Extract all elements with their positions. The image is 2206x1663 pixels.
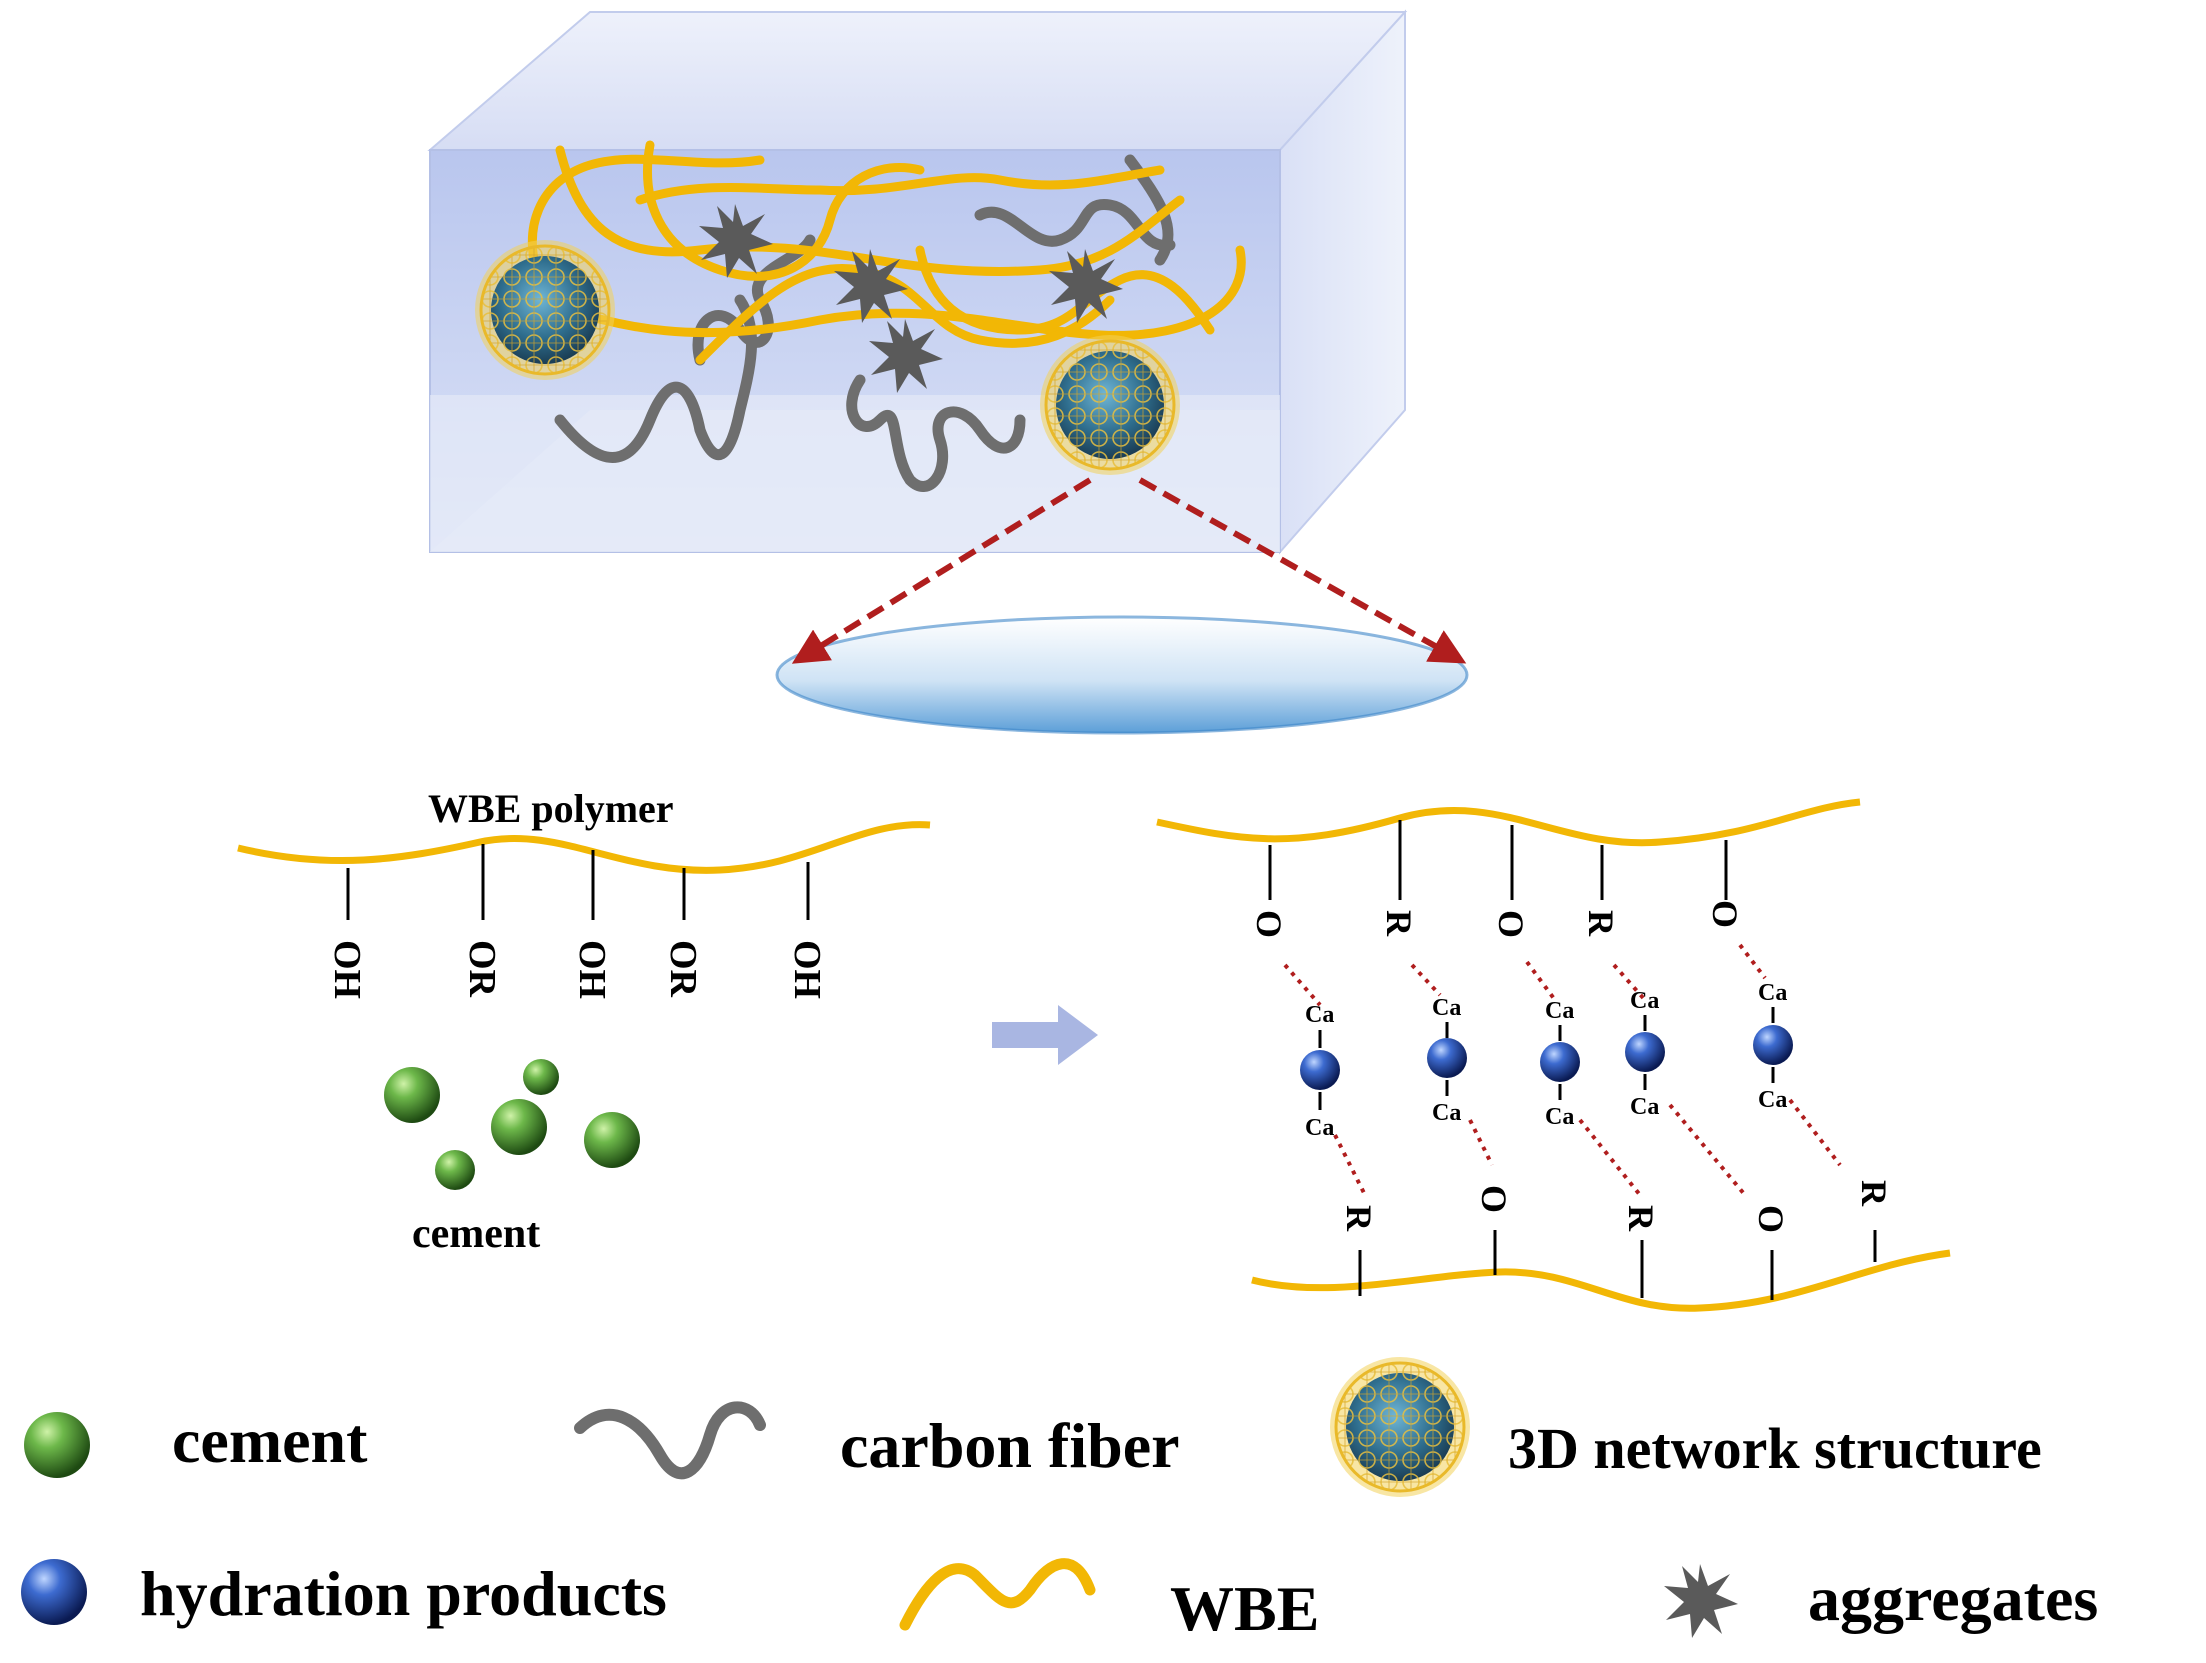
cement-particle	[491, 1099, 547, 1155]
bottom-polymer-chain	[1251, 1249, 1951, 1312]
svg-text:Ca: Ca	[1432, 995, 1461, 1021]
legend-label-3d-network: 3D network structure	[1508, 1416, 2042, 1481]
ca-unit: Ca Ca	[1427, 995, 1467, 1126]
legend: cement carbon fiber 3D network structure…	[21, 1355, 2098, 1644]
legend-label-hydration-products: hydration products	[140, 1558, 667, 1629]
left-group-4: OR	[662, 940, 704, 998]
bottom-group-2: O	[1474, 1185, 1514, 1213]
ca-unit: Ca Ca	[1753, 980, 1793, 1113]
process-arrow	[992, 1005, 1098, 1065]
bottom-group-5: R	[1854, 1180, 1894, 1207]
legend-item-cement: cement	[24, 1405, 368, 1478]
svg-text:Ca: Ca	[1630, 988, 1659, 1014]
hydration-product	[1427, 1038, 1467, 1078]
hydration-product	[1540, 1042, 1580, 1082]
cement-particle	[384, 1067, 440, 1123]
left-group-1: OH	[326, 940, 368, 999]
svg-text:Ca: Ca	[1545, 998, 1574, 1024]
green-sphere-icon	[24, 1412, 90, 1478]
legend-item-aggregates: aggregates	[1664, 1563, 2098, 1638]
top-polymer-chain	[1156, 798, 1861, 847]
legend-item-3d-network: 3D network structure	[1328, 1355, 2042, 1499]
bottom-group-1: R	[1339, 1205, 1379, 1232]
legend-item-hydration-products: hydration products	[21, 1558, 667, 1629]
left-group-3: OH	[571, 940, 613, 999]
cement-label: cement	[412, 1211, 540, 1257]
zoom-arrow-left	[791, 477, 1092, 664]
left-group-5: OH	[786, 940, 828, 999]
network-sphere-left	[473, 238, 617, 382]
legend-label-aggregates: aggregates	[1808, 1563, 2098, 1634]
svg-text:Ca: Ca	[1545, 1104, 1574, 1130]
star-burst-icon	[1664, 1564, 1738, 1638]
cement-particles	[384, 1059, 640, 1190]
hydration-product	[1300, 1050, 1340, 1090]
top-group-2: R	[1379, 910, 1419, 937]
yellow-wave-icon	[899, 1558, 1096, 1631]
network-sphere-icon	[1328, 1355, 1472, 1499]
hydration-product	[1753, 1025, 1793, 1065]
bottom-group-3: R	[1621, 1205, 1661, 1232]
svg-text:Ca: Ca	[1305, 1115, 1334, 1141]
legend-label-cement: cement	[172, 1405, 368, 1476]
block-top-face	[427, 11, 1408, 151]
top-group-3: O	[1491, 910, 1531, 938]
hydration-product	[1625, 1032, 1665, 1072]
blue-sphere-icon	[21, 1559, 87, 1625]
svg-text:Ca: Ca	[1305, 1002, 1334, 1028]
cement-particle	[435, 1150, 475, 1190]
gray-wave-icon	[574, 1401, 766, 1480]
legend-item-wbe: WBE	[899, 1558, 1319, 1644]
right-panel: O R O R O R O R O R Ca Ca	[1156, 798, 1951, 1312]
legend-label-wbe: WBE	[1170, 1573, 1319, 1644]
left-panel: WBE polymer OH OR OH OR OH cement	[237, 786, 931, 1257]
network-sphere-right	[1038, 333, 1182, 477]
zoom-arrow-right	[1138, 477, 1467, 664]
zoom-disc	[777, 617, 1467, 733]
ca-unit: Ca Ca	[1625, 988, 1665, 1120]
ca-unit: Ca Ca	[1540, 998, 1580, 1130]
left-group-2: OR	[461, 940, 503, 998]
wbe-polymer-title: WBE polymer	[428, 786, 674, 831]
top-group-4: R	[1581, 910, 1621, 937]
legend-item-carbon-fiber: carbon fiber	[574, 1401, 1180, 1481]
legend-label-carbon-fiber: carbon fiber	[840, 1410, 1180, 1481]
svg-text:Ca: Ca	[1432, 1100, 1461, 1126]
ca-unit: Ca Ca	[1300, 1002, 1340, 1141]
top-group-5: O	[1705, 900, 1745, 928]
svg-text:Ca: Ca	[1630, 1094, 1659, 1120]
zoom-indicator	[775, 477, 1469, 735]
cement-particle	[584, 1112, 640, 1168]
bottom-group-4: O	[1751, 1205, 1791, 1233]
svg-text:Ca: Ca	[1758, 980, 1787, 1006]
top-group-1: O	[1249, 910, 1289, 938]
wbe-polymer-chain	[237, 821, 931, 874]
svg-text:Ca: Ca	[1758, 1087, 1787, 1113]
cement-particle	[523, 1059, 559, 1095]
block-wbe-fibers	[527, 140, 1246, 365]
